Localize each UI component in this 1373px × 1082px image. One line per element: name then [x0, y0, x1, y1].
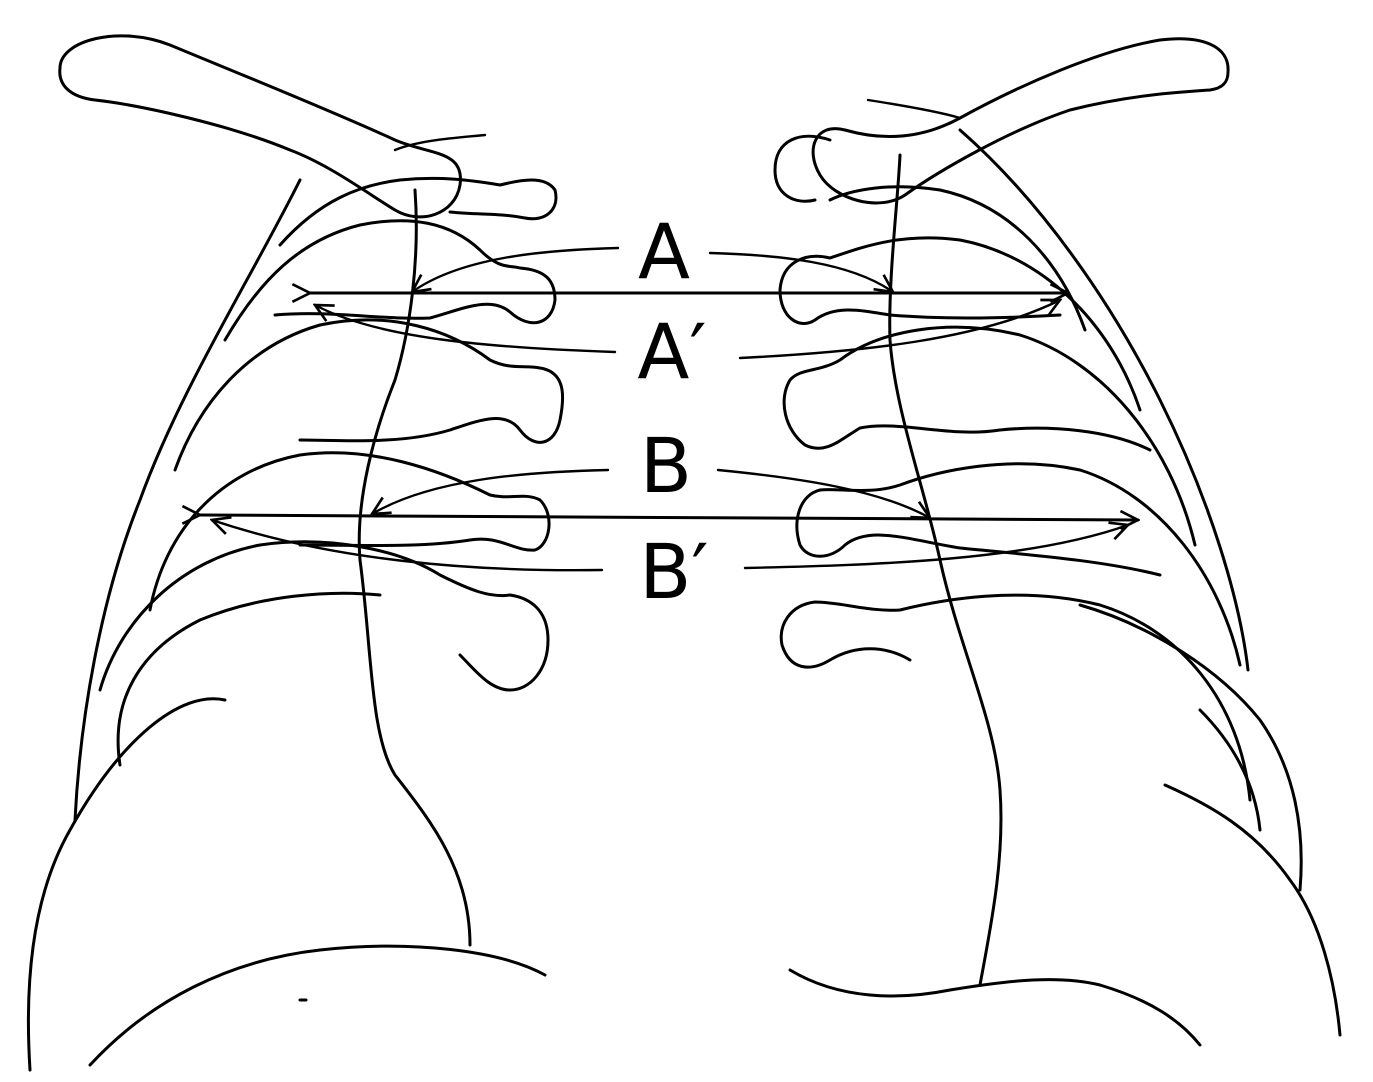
measure-line-b — [200, 515, 1138, 520]
left-rib-1 — [280, 178, 556, 245]
label-b: B — [640, 421, 692, 510]
right-thorax-outer-2 — [1165, 785, 1340, 1035]
leader-a-prime-right — [740, 300, 1060, 358]
right-clavicle-tip — [868, 100, 960, 118]
right-rib-1 — [830, 187, 1085, 330]
right-thorax-outer-3 — [1080, 605, 1301, 890]
left-clavicle — [60, 36, 461, 217]
leader-b-right — [718, 470, 930, 518]
left-thorax-outer-2 — [28, 699, 225, 1070]
label-a-prime: A′ — [637, 307, 706, 396]
left-thorax-outer-1 — [75, 180, 300, 820]
right-rib-7 — [1200, 710, 1260, 830]
right-rib-3 — [784, 327, 1195, 545]
right-rib-5 — [781, 595, 1250, 800]
right-first-rib-head — [775, 136, 830, 201]
left-clavicle-tip — [395, 135, 485, 150]
leader-b-left — [372, 470, 608, 514]
left-rib-5 — [100, 542, 548, 690]
label-a: A — [638, 207, 690, 296]
left-rib-6 — [90, 946, 545, 1065]
left-scapula — [359, 190, 470, 945]
left-thorax-outer-3 — [118, 593, 380, 765]
right-thorax-outer-1 — [960, 130, 1248, 670]
right-scapula — [890, 155, 1001, 985]
left-rib-3 — [175, 320, 563, 470]
left-rib-4 — [150, 453, 549, 610]
label-b-prime: B′ — [639, 527, 708, 616]
right-clavicle — [813, 39, 1228, 203]
right-rib-2 — [780, 238, 1140, 410]
leader-a-left — [412, 248, 618, 292]
right-rib-6 — [790, 970, 1200, 1045]
